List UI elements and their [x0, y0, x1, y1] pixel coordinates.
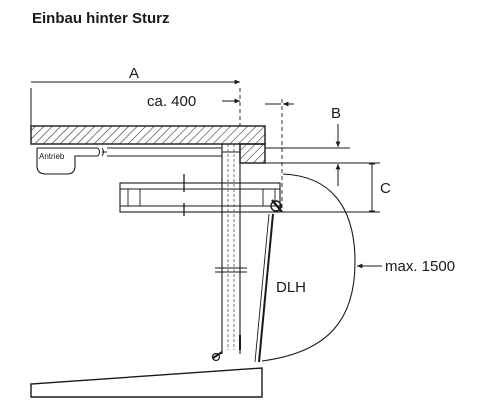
lintel-sturz [30, 125, 266, 164]
dimension-ca-400: ca. 400 [147, 93, 240, 110]
swing-arc: max. 1500 [261, 173, 455, 362]
dimension-a: A [30, 65, 240, 126]
label-max-1500: max. 1500 [385, 258, 455, 275]
door-leaf-dlh: DLH [254, 213, 306, 363]
label-antrieb: Antrieb [39, 152, 65, 161]
dimension-c: C [282, 162, 391, 213]
vertical-door-section [211, 144, 247, 362]
opening-reference-arrow [265, 99, 294, 212]
label-a: A [129, 65, 139, 82]
pivot-roller [270, 199, 283, 213]
dimension-b: B [265, 105, 350, 186]
floor-ramp [30, 367, 263, 398]
label-b: B [331, 105, 341, 122]
label-ca-400: ca. 400 [147, 93, 196, 110]
label-dlh: DLH [276, 279, 306, 296]
drive-antrieb: Antrieb [36, 147, 240, 175]
diagram-title: Einbau hinter Sturz [32, 10, 170, 27]
label-c: C [380, 180, 391, 197]
horizontal-rail [119, 174, 281, 216]
